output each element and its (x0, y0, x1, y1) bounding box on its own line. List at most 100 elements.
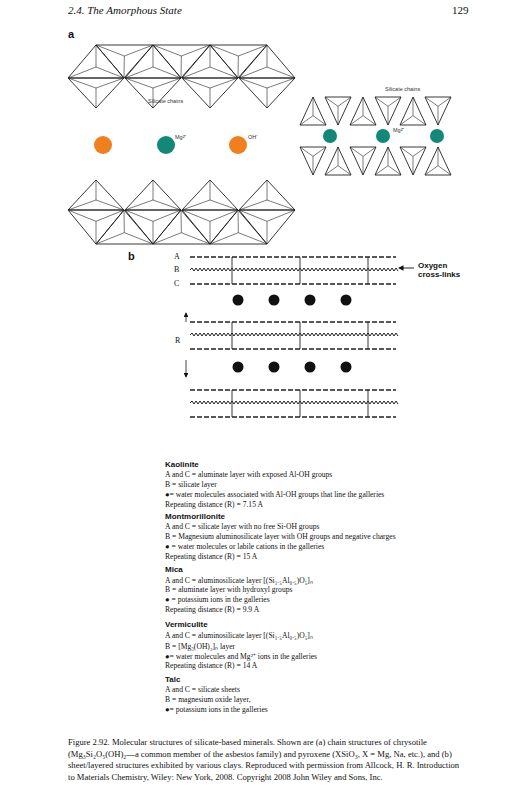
silicate-tetrahedron (300, 147, 326, 175)
panel-label: b (128, 250, 135, 262)
silicate-tetrahedron (400, 147, 426, 175)
silicate-tetrahedron (125, 180, 181, 210)
legend-line: ●= potassium ions in the galleries (165, 705, 268, 714)
running-header: 2.4. The Amorphous State (68, 4, 182, 16)
silicate-tetrahedron-edge (239, 210, 295, 244)
chain-label: Silicate chains (385, 86, 420, 92)
oxygen-arrow (399, 268, 414, 269)
silicate-tetrahedron (153, 210, 210, 244)
silicate-tetrahedron (375, 97, 401, 125)
mineral-name: Talc (165, 675, 180, 684)
silicate-tetrahedron-edge (182, 180, 238, 210)
ion-label: Mg²⁺ (175, 133, 186, 141)
silicate-tetrahedron (68, 180, 124, 210)
silicate-tetrahedron-edge (68, 45, 124, 78)
legend-line: B = magnesium oxide layer, (165, 695, 251, 704)
gallery-species (233, 362, 244, 373)
gallery-species (341, 295, 352, 306)
legend-line: ●= water molecules and Mg²⁺ ions in the … (165, 651, 317, 661)
silicate-tetrahedron (325, 97, 351, 125)
silicate-tetrahedron-edge (68, 78, 124, 108)
silicate-tetrahedron-edge (300, 147, 326, 175)
legend-line: Repeating distance (R) = 9.9 A (165, 605, 259, 614)
silicate-tetrahedron-edge (350, 147, 376, 175)
layer-letter: C (174, 279, 179, 288)
silicate-tetrahedron (182, 78, 238, 108)
cross-link (300, 257, 301, 284)
layer-line (190, 256, 396, 257)
silicate-tetrahedron-edge (425, 97, 451, 125)
legend-line: B = Magnesium aluminosilicate layer with… (165, 532, 396, 541)
silicate-tetrahedron-edge (375, 147, 401, 175)
silicate-tetrahedron (182, 210, 238, 244)
silicate-tetrahedron (350, 147, 376, 175)
cross-link (300, 390, 301, 417)
gallery-species (305, 295, 316, 306)
callout-label: Oxygen cross-links (418, 262, 466, 280)
silicate-tetrahedron (325, 147, 351, 175)
silicate-tetrahedron (239, 180, 295, 210)
layer-line (190, 321, 396, 322)
silicate-tetrahedron-edge (125, 210, 181, 244)
mg-ion (430, 129, 444, 143)
silicate-tetrahedron-edge (125, 180, 181, 210)
silicate-tetrahedron (300, 97, 326, 125)
layer-letter: A (174, 252, 180, 261)
silicate-tetrahedron-edge (182, 78, 238, 108)
mineral-name: Kaolinite (165, 460, 199, 469)
silicate-tetrahedron (210, 45, 267, 78)
legend-line: Repeating distance (R) = 14 A (165, 661, 257, 670)
cross-link (232, 390, 233, 417)
silicate-tetrahedron-edge (153, 45, 210, 78)
repeat-arrow (186, 313, 187, 322)
panel-label: a (68, 28, 74, 40)
silicate-tetrahedron (375, 147, 401, 175)
ion-label: OH⁻ (248, 133, 258, 141)
mineral-name: Mica (165, 565, 183, 574)
silicate-tetrahedron-edge (182, 210, 238, 244)
chain-label: Silicate chains (148, 98, 183, 104)
legend-line: A and C = silicate sheets (165, 685, 240, 694)
silicate-tetrahedron-edge (96, 45, 153, 78)
figure-caption: Figure 2.92. Molecular structures of sil… (68, 737, 462, 783)
silicate-tetrahedron (210, 210, 267, 244)
mineral-name: Vermiculite (165, 620, 208, 629)
silicate-tetrahedron-edge (68, 180, 124, 210)
silicate-tetrahedron-edge (325, 147, 351, 175)
silicate-tetrahedron (96, 45, 153, 78)
layer-line (190, 348, 396, 349)
silicate-tetrahedron-edge (375, 97, 401, 125)
legend-line: A and C = aluminosilicate layer [(Si₁.₅A… (165, 575, 313, 585)
legend-line: ● = water molecules or labile cations in… (165, 542, 324, 551)
silicate-tetrahedron (182, 45, 238, 78)
silicate-tetrahedron-edge (239, 45, 295, 78)
mg-ion (157, 136, 175, 154)
silicate-tetrahedron-edge (425, 147, 451, 175)
legend-line: A and C = aluminate layer with exposed A… (165, 470, 332, 479)
silicate-tetrahedron-edge (68, 210, 124, 244)
silicate-tetrahedron-edge (182, 45, 238, 78)
layer-line (190, 416, 396, 417)
silicate-tetrahedron-edge (239, 78, 295, 108)
silicate-tetrahedron-edge (400, 97, 426, 125)
cross-link (368, 257, 369, 284)
silicate-tetrahedron-edge (239, 180, 295, 210)
silicate-tetrahedron-edge (350, 97, 376, 125)
mg-ion (323, 129, 337, 143)
silicate-tetrahedron (239, 78, 295, 108)
cross-link (368, 322, 369, 349)
silicate-tetrahedron (96, 210, 153, 244)
silicate-tetrahedron-edge (210, 210, 267, 244)
cross-link (232, 322, 233, 349)
silicate-tetrahedron (125, 45, 181, 78)
silicate-tetrahedron (425, 147, 451, 175)
silicate-tetrahedron-edge (210, 45, 267, 78)
wavy-layer (190, 333, 398, 336)
legend-line: A and C = aluminosilicate layer [(Si₁.₅A… (165, 630, 313, 640)
silicate-tetrahedron (350, 97, 376, 125)
gallery-species (269, 362, 280, 373)
gallery-species (341, 362, 352, 373)
silicate-tetrahedron-edge (125, 45, 181, 78)
silicate-tetrahedron (68, 45, 124, 78)
